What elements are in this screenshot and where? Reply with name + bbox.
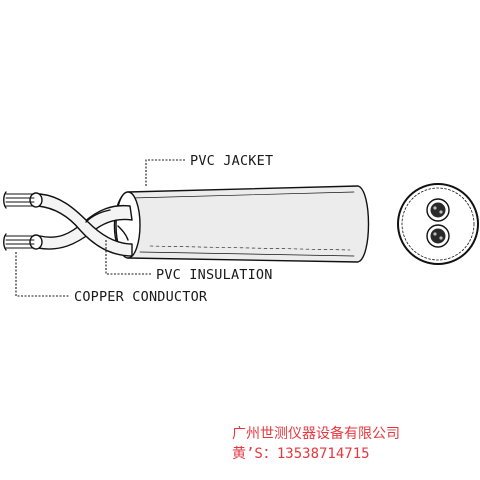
watermark-company: 广州世测仪器设备有限公司 xyxy=(232,425,400,442)
cable-cross-section xyxy=(397,183,479,265)
copper-conductors xyxy=(3,191,43,251)
label-copper-conductor: COPPER CONDUCTOR xyxy=(74,289,208,305)
label-pvc-insulation: PVC INSULATION xyxy=(156,267,273,283)
leader-insulation xyxy=(105,240,152,275)
pvc-jacket xyxy=(113,185,370,263)
leader-conductor xyxy=(15,252,70,297)
leader-jacket xyxy=(145,159,186,186)
watermark-contact: 黄’S：13538714715 xyxy=(232,445,370,462)
label-pvc-jacket: PVC JACKET xyxy=(190,153,273,169)
